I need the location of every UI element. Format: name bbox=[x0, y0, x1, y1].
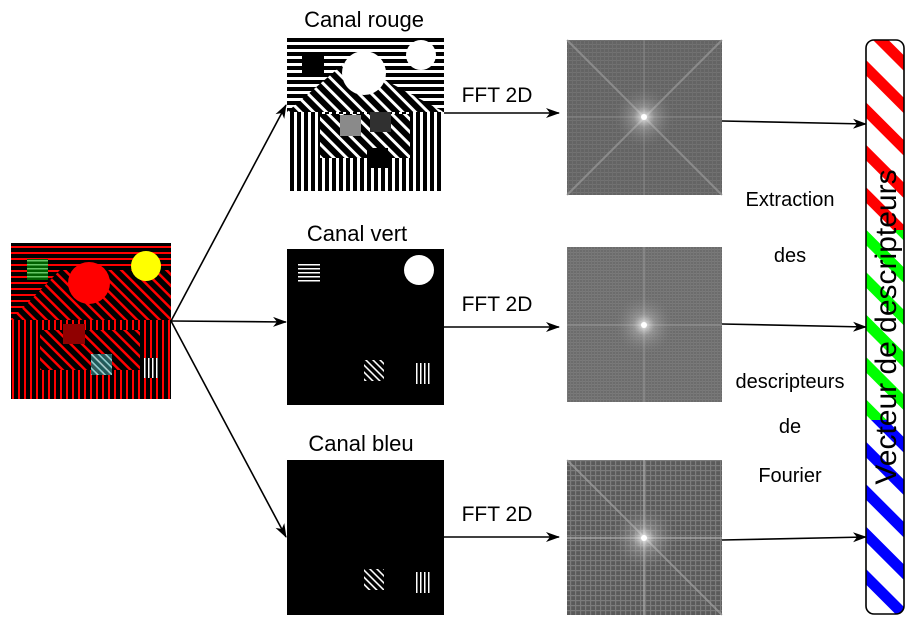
vector-red-segment bbox=[866, 40, 904, 230]
input-yellow-circle bbox=[131, 251, 161, 281]
fft-spectrum-red bbox=[566, 39, 723, 196]
red-channel-image bbox=[287, 36, 444, 191]
extraction-label: Extraction des descripteurs de Fourier bbox=[736, 189, 845, 487]
fft-label-blue: FFT 2D bbox=[462, 503, 533, 526]
extraction-line-4: de bbox=[779, 416, 801, 438]
descriptor-vector: Vecteur de descripteurs bbox=[865, 39, 905, 615]
fft-label-green: FFT 2D bbox=[462, 293, 533, 316]
fft-spectrum-green bbox=[567, 247, 722, 402]
extraction-line-1: Extraction bbox=[746, 189, 835, 211]
fft-spectrum-blue bbox=[566, 459, 723, 616]
input-dark-square bbox=[63, 324, 85, 344]
blue-channel-image bbox=[287, 460, 444, 615]
descriptor-vector-title: Vecteur de descripteurs bbox=[870, 169, 903, 484]
split-arrows bbox=[170, 104, 287, 538]
extraction-line-2: des bbox=[774, 245, 806, 267]
green-channel-title: Canal vert bbox=[307, 221, 407, 246]
red-channel-title: Canal rouge bbox=[304, 7, 424, 32]
input-big-circle bbox=[68, 262, 110, 304]
extraction-arrows bbox=[721, 118, 867, 543]
fft-arrows bbox=[444, 108, 560, 542]
input-striped-square bbox=[142, 358, 160, 378]
green-channel-image bbox=[287, 249, 444, 405]
input-color-image bbox=[11, 243, 171, 399]
extraction-line-5: Fourier bbox=[758, 465, 822, 487]
vector-blue-segment bbox=[866, 420, 904, 614]
extraction-line-3: descripteurs bbox=[736, 371, 845, 393]
vector-green-segment bbox=[866, 230, 904, 420]
fft-label-red: FFT 2D bbox=[462, 84, 533, 107]
blue-channel-title: Canal bleu bbox=[308, 431, 413, 456]
